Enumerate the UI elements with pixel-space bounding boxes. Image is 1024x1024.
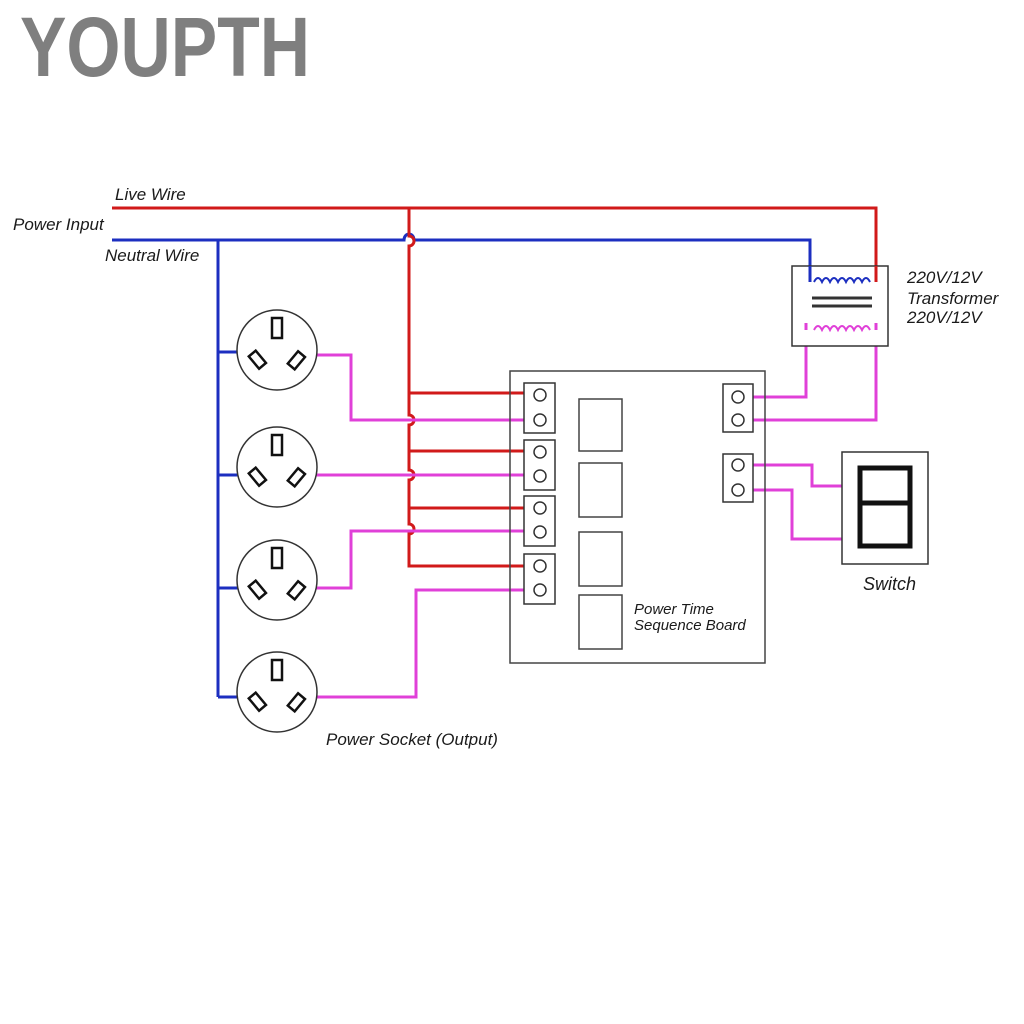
transformer (791, 265, 889, 347)
switch-label: Switch (863, 574, 916, 594)
power-socket-1 (236, 309, 318, 391)
terminal-block-switch (722, 453, 754, 503)
watermark: YOUPTH (20, 0, 310, 94)
terminal-block-power (722, 383, 754, 433)
board-label-line2: Sequence Board (634, 617, 746, 634)
terminal-block-2 (523, 439, 556, 491)
switch (841, 451, 929, 565)
terminal-block-4 (523, 553, 556, 605)
power-socket-4 (236, 651, 318, 733)
transformer-label-line1: 220V/12V (906, 268, 983, 287)
relay-2 (578, 462, 623, 518)
terminal-block-3 (523, 495, 556, 547)
signal-wires (296, 323, 878, 699)
board-label-line1: Power Time (634, 601, 714, 618)
power-socket-label: Power Socket (Output) (326, 730, 498, 749)
power-socket-3 (236, 539, 318, 621)
secondary-coil (813, 325, 871, 333)
transformer-label-line2: Transformer (907, 289, 1000, 308)
power-input-label: Power Input (13, 215, 105, 234)
transformer-label-line3: 220V/12V (906, 308, 983, 327)
relay-3 (578, 531, 623, 587)
neutral-wire-label: Neutral Wire (105, 246, 199, 265)
primary-coil (813, 277, 871, 285)
power-socket-2 (236, 426, 318, 508)
relay-4 (578, 594, 623, 650)
terminal-block-1 (523, 382, 556, 434)
relay-1 (578, 398, 623, 452)
sequence-board (509, 370, 766, 664)
live-wire-label: Live Wire (115, 185, 186, 204)
live-wires (112, 206, 878, 568)
